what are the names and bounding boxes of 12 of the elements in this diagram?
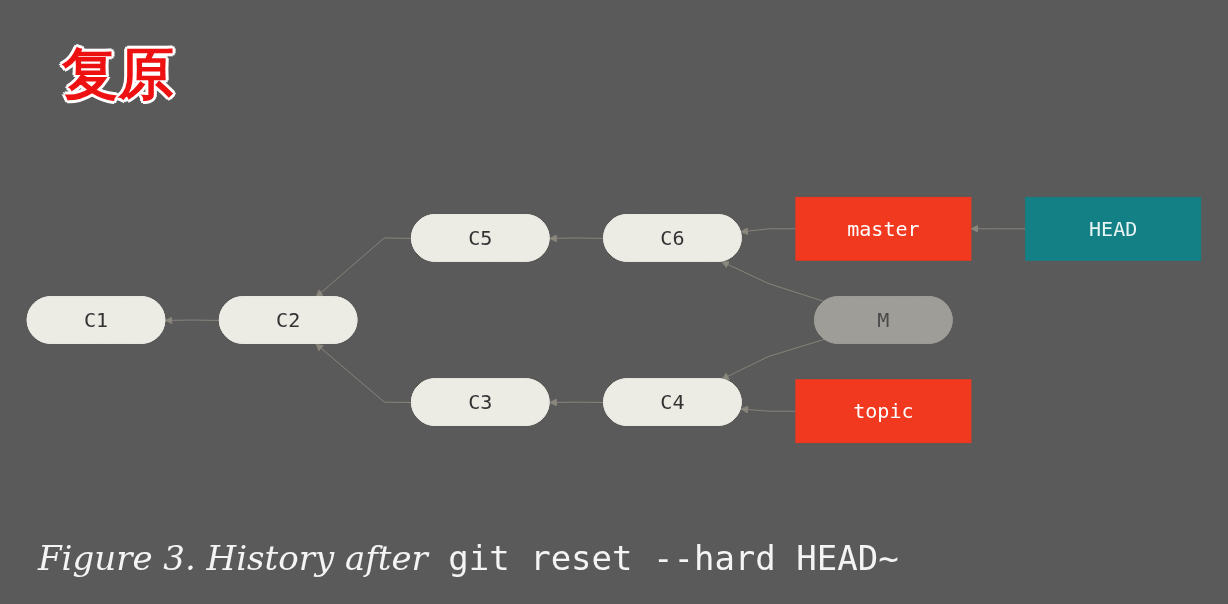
commit-pill: C6 — [603, 214, 742, 262]
commit-pill: C5 — [411, 214, 550, 262]
commit-pill: C3 — [411, 378, 550, 426]
commit-pill: C2 — [219, 296, 358, 344]
ref-label-box: HEAD — [1025, 196, 1202, 261]
ref-label-box: master — [795, 196, 972, 261]
caption: Figure 3. History after git reset --hard HEAD~ — [38, 538, 899, 578]
commit-pill: M — [814, 296, 953, 344]
commit-pill: C4 — [603, 378, 742, 426]
ref-label-box: topic — [795, 379, 972, 444]
title: 复原 — [62, 46, 174, 102]
commit-pill: C1 — [26, 296, 166, 344]
